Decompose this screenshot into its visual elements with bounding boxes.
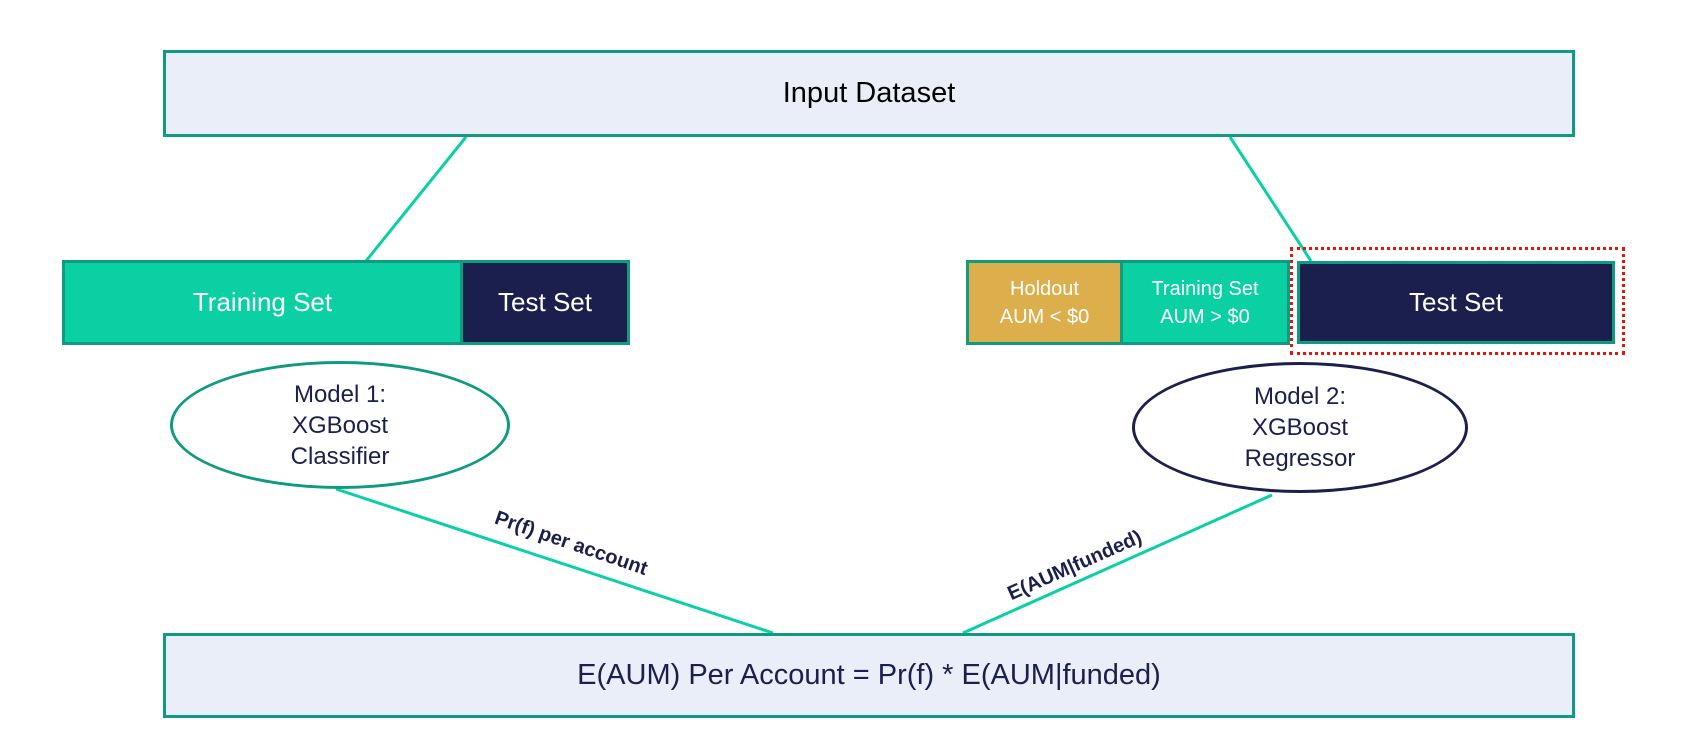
- holdout-label-line1: Holdout: [1010, 277, 1079, 300]
- left-test-set-label: Test Set: [498, 287, 592, 317]
- model1-label-line3: Classifier: [290, 442, 390, 470]
- holdout-label-line2: AUM < $0: [999, 305, 1090, 328]
- edge-label-pr-f-per-account: Pr(f) per account: [491, 507, 651, 580]
- edge-label-e-aum-funded: E(AUM|funded): [1004, 526, 1146, 605]
- right-training-set-segment: Training Set AUM > $0: [1120, 263, 1287, 342]
- edge-input-to-right-bar: [1228, 136, 1313, 262]
- right-test-set-label: Test Set: [1409, 287, 1503, 317]
- model2-label-line1: Model 2:: [1253, 383, 1347, 410]
- output-formula-box: E(AUM) Per Account = Pr(f) * E(AUM|funde…: [163, 633, 1575, 718]
- right-training-set-label-line1: Training Set: [1151, 277, 1259, 300]
- left-test-set-segment: Test Set: [460, 263, 627, 342]
- edge-model1-to-output: [335, 487, 774, 635]
- left-split-bar: Training Set Test Set: [62, 260, 630, 345]
- model2-label-line2: XGBoost: [1251, 414, 1349, 441]
- model1-label-line2: XGBoost: [291, 411, 389, 439]
- model2-ellipse: Model 2: XGBoost Regressor: [1132, 362, 1468, 493]
- right-training-set-label-line2: AUM > $0: [1160, 305, 1250, 328]
- holdout-highlight-dotted-border: [1290, 247, 1625, 355]
- output-formula-label: E(AUM) Per Account = Pr(f) * E(AUM|funde…: [577, 659, 1161, 691]
- left-training-set-label: Training Set: [192, 287, 333, 317]
- model2-label-line3: Regressor: [1244, 445, 1356, 472]
- model1-ellipse: Model 1: XGBoost Classifier: [170, 361, 510, 489]
- input-dataset-box: Input Dataset: [163, 50, 1575, 137]
- right-split-bar: Holdout AUM < $0 Training Set AUM > $0: [966, 260, 1290, 345]
- model1-label-line1: Model 1:: [293, 380, 387, 408]
- input-dataset-label: Input Dataset: [782, 77, 956, 109]
- holdout-segment: Holdout AUM < $0: [969, 263, 1120, 342]
- edge-input-to-left-bar: [364, 136, 468, 262]
- edge-model2-to-output: [962, 493, 1273, 635]
- left-training-set-segment: Training Set: [65, 263, 460, 342]
- right-test-set-box: Test Set: [1297, 261, 1615, 344]
